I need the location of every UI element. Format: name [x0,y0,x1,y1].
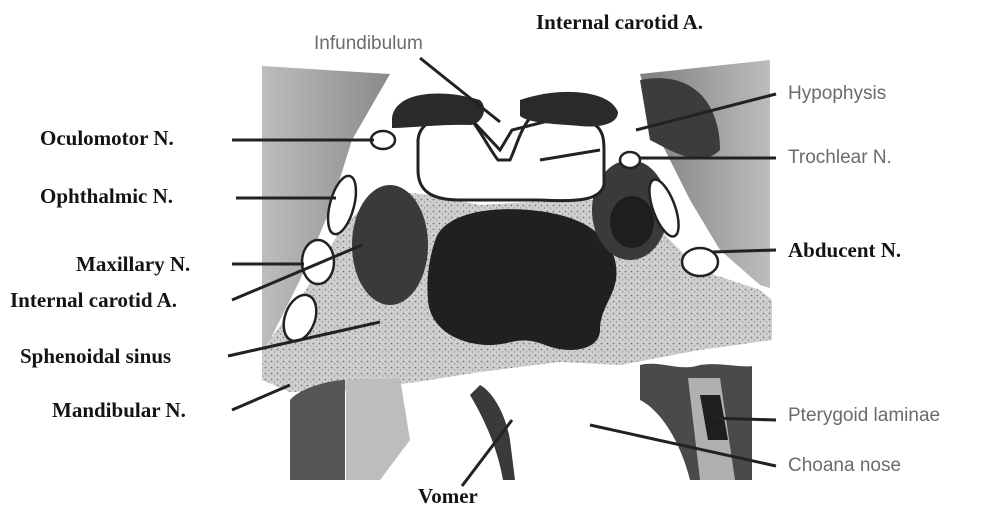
label-internal-carotid-left: Internal carotid A. [10,290,177,311]
label-mandibular: Mandibular N. [52,400,186,421]
label-pterygoid: Pterygoid laminae [788,406,940,425]
label-sphenoidal-sinus: Sphenoidal sinus [20,346,171,367]
label-trochlear: Trochlear N. [788,148,892,167]
leader-abducent [712,250,776,252]
label-infundibulum: Infundibulum [314,34,423,53]
leader-mandibular [232,385,290,410]
label-oculomotor: Oculomotor N. [40,128,174,149]
label-abducent: Abducent N. [788,240,901,261]
label-ophthalmic: Ophthalmic N. [40,186,173,207]
label-internal-carotid-top: Internal carotid A. [536,12,703,33]
label-hypophysis: Hypophysis [788,84,886,103]
label-vomer: Vomer [418,486,478,507]
left-cavernous-sinus [352,185,428,305]
left-pterygoid-light [346,378,410,480]
trochlear-nerve-shape [620,152,640,168]
right-upper-lobe [520,92,618,127]
leader-pterygoid [712,418,776,420]
label-maxillary: Maxillary N. [76,254,190,275]
right-carotid-dark [610,196,654,248]
oculomotor-nerve-shape [371,131,395,149]
sphenoidal-sinus-shape [427,209,616,350]
left-pterygoid-lamina [290,380,345,480]
label-choana: Choana nose [788,456,901,475]
